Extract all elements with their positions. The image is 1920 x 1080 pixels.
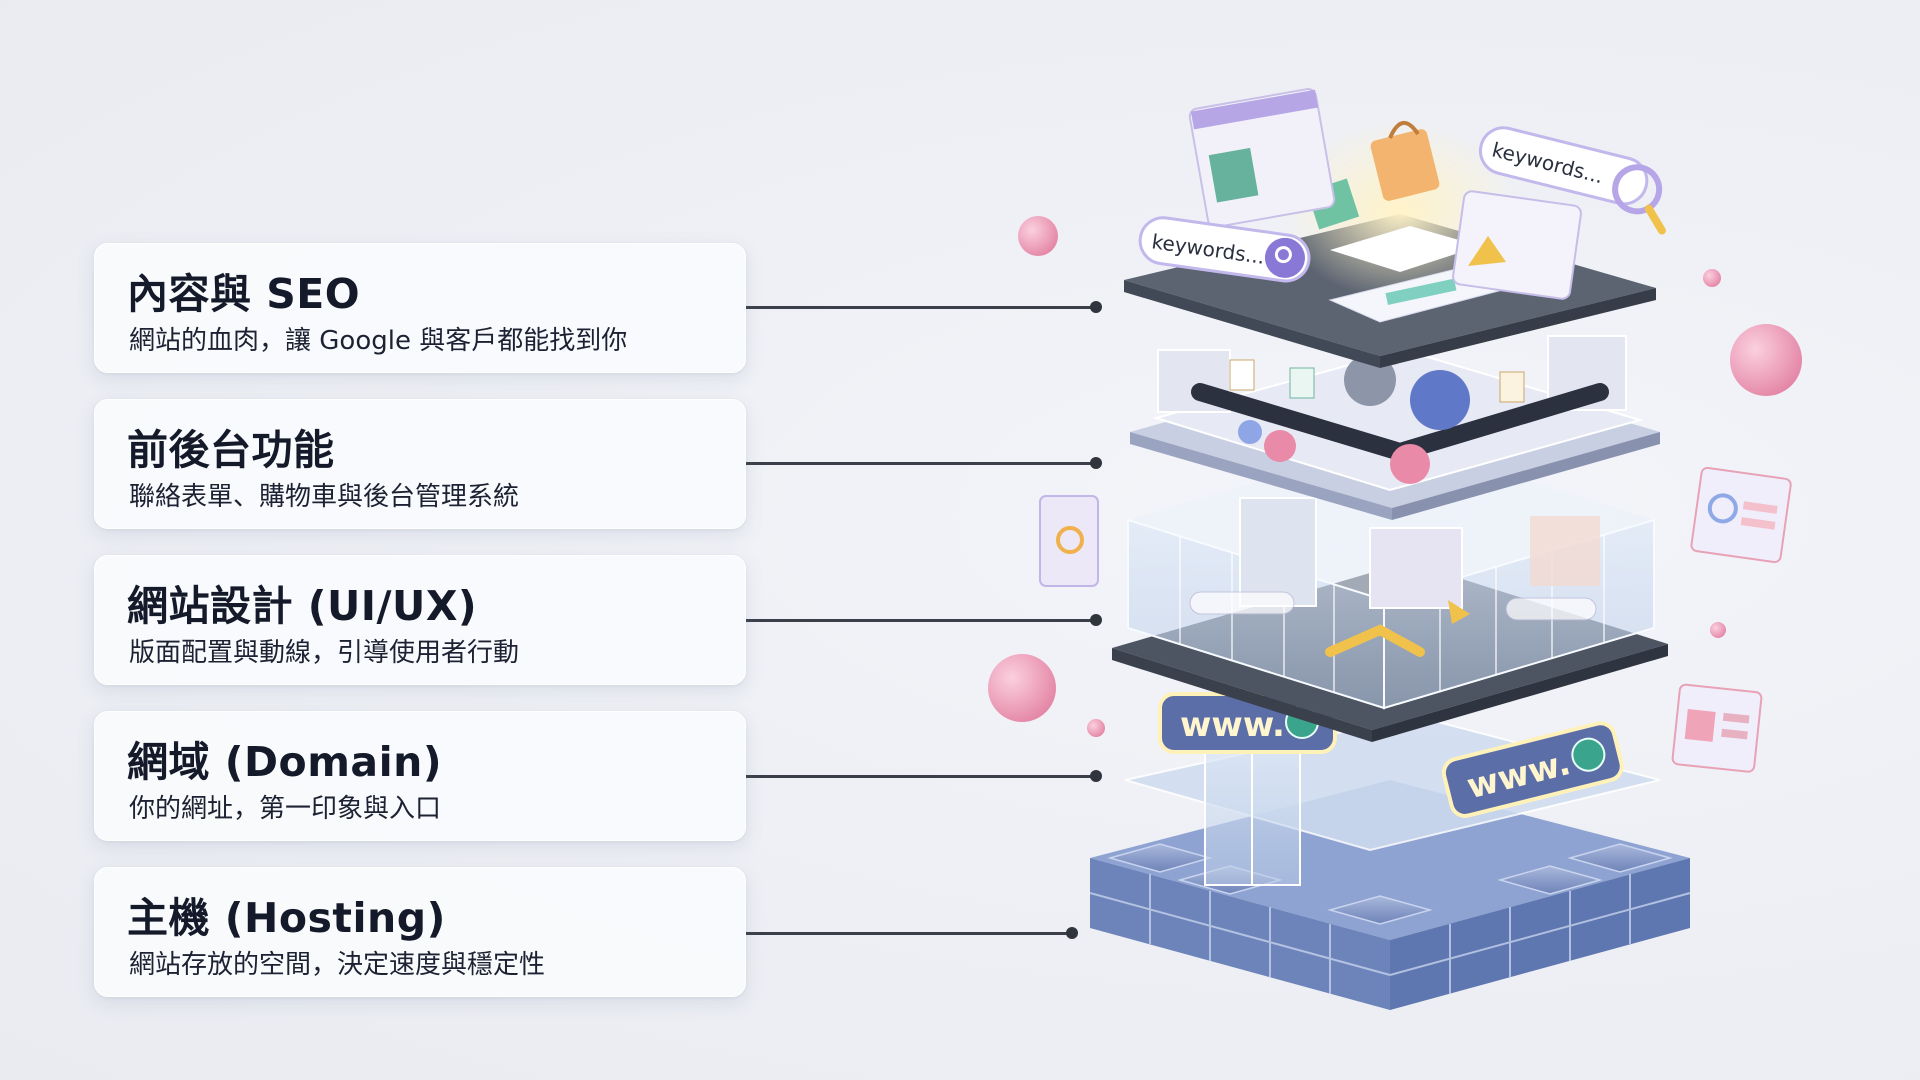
connector-dot-design [1090,614,1102,626]
layer-card-features: 前後台功能 聯絡表單、購物車與後台管理系統 [94,399,746,529]
connector-dot-content-seo [1090,301,1102,313]
layer-card-content-seo: 內容與 SEO 網站的血肉，讓 Google 與客戶都能找到你 [94,243,746,373]
connector-line-hosting [746,932,1072,935]
layer-description: 聯絡表單、購物車與後台管理系統 [129,482,520,512]
floating-card-search-right [1690,466,1792,564]
layer-card-hosting: 主機 (Hosting) 網站存放的空間，決定速度與穩定性 [94,867,746,997]
layer-title: 網域 (Domain) [127,738,443,786]
connector-line-design [746,619,1096,622]
layer-title: 前後台功能 [127,426,335,474]
layer-description: 版面配置與動線，引導使用者行動 [129,638,520,668]
layer-description: 網站的血肉，讓 Google 與客戶都能找到你 [129,326,628,356]
connector-dot-domain [1090,770,1102,782]
floating-card-search-left [1039,495,1099,587]
connector-line-content-seo [746,306,1096,309]
connector-dot-hosting [1066,927,1078,939]
layer-title: 內容與 SEO [127,270,361,318]
connector-dot-features [1090,457,1102,469]
shopping-bag-icon [1370,121,1440,201]
domain-storefront: www. www. [1124,692,1661,886]
layer-title: 網站設計 (UI/UX) [127,582,478,630]
webpage-card-top-left [1188,88,1336,228]
layer-card-domain: 網域 (Domain) 你的網址，第一印象與入口 [94,711,746,841]
layer-description: 你的網址，第一印象與入口 [129,794,442,824]
search-bar-left: keywords... [1138,216,1311,283]
floating-card-layout-right [1671,683,1763,773]
content-seo-top-floor: keywords... keywords... [1124,88,1666,368]
connector-line-features [746,462,1096,465]
features-machinery-floor [1130,335,1660,520]
image-card-right [1452,190,1582,300]
connector-line-domain [746,775,1096,778]
layer-description: 網站存放的空間，決定速度與穩定性 [129,950,546,980]
layer-title: 主機 (Hosting) [127,894,446,942]
layer-card-design: 網站設計 (UI/UX) 版面配置與動線，引導使用者行動 [94,555,746,685]
decorative-spheres [988,216,1802,737]
www-sign-left-text: www. [1180,705,1285,745]
www-sign-right: www. [1441,721,1624,818]
